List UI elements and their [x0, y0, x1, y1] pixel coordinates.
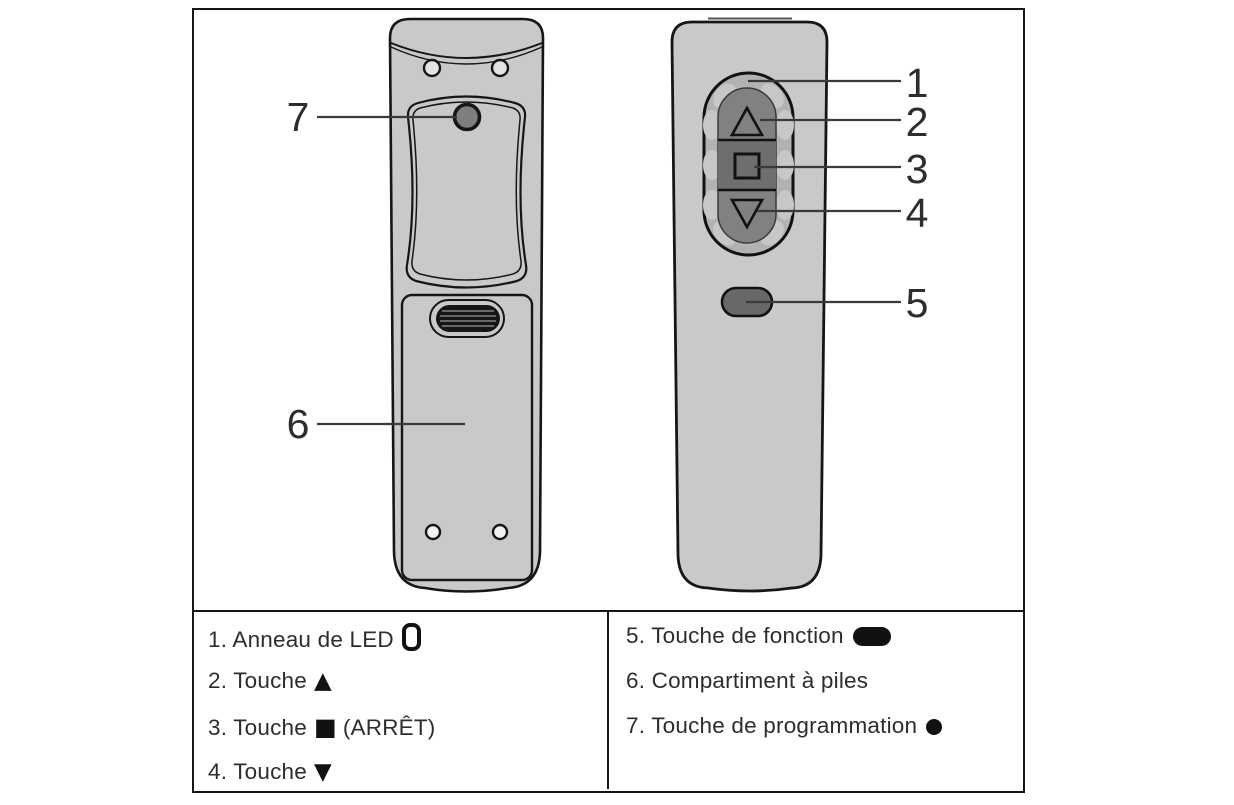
back-panel-outline-inner	[411, 101, 522, 281]
legend-item-4-label: 4. Touche	[208, 759, 307, 784]
callout-5: 5	[906, 280, 929, 326]
down-button-icon	[729, 198, 765, 230]
battery-lid-grip	[436, 305, 500, 332]
remote-front-view	[670, 17, 829, 593]
function-pill-icon	[852, 627, 891, 646]
battery-screw-left	[424, 523, 442, 541]
leader-lines	[317, 79, 901, 426]
legend-item-5: 5. Touche de fonction	[626, 623, 891, 649]
legend-item-6: 6. Compartiment à piles	[626, 668, 868, 694]
screw-hole-right	[490, 58, 510, 78]
screw-hole-left	[422, 58, 442, 78]
remote-diagram: 1 2 3 4 5 6 7	[287, 17, 929, 593]
legend-item-3-suffix: (ARRÊT)	[342, 715, 436, 740]
legend-column-divider	[607, 610, 609, 789]
remote-back-top-cap-line-outer	[390, 42, 543, 59]
led-ring-icon	[401, 623, 421, 651]
legend-item-6-label: 6. Compartiment à piles	[626, 668, 869, 693]
legend-item-3: 3. Touche■(ARRÊT)	[208, 713, 436, 741]
up-button-icon	[729, 105, 765, 137]
back-panel-outline-outer	[405, 95, 528, 289]
legend-item-7: 7. Touche de programmation	[626, 713, 943, 739]
legend-item-3-label: 3. Touche	[208, 715, 307, 740]
legend-item-1-label: 1. Anneau de LED	[208, 627, 394, 652]
legend-item-7-label: 7. Touche de programmation	[626, 713, 918, 738]
remote-back-top-cap-line-inner	[390, 46, 543, 65]
callout-4: 4	[906, 190, 929, 236]
callout-2: 2	[906, 99, 929, 145]
figure-box: 1 2 3 4 5 6 7 1. Anneau de LED 2. Touche…	[192, 8, 1025, 793]
legend-item-5-label: 5. Touche de fonction	[626, 623, 844, 648]
callout-3: 3	[906, 146, 929, 192]
grip-ridges	[440, 310, 496, 327]
callout-1: 1	[906, 60, 929, 106]
up-triangle-icon: ▲	[313, 668, 332, 694]
battery-lid-grip-outline	[429, 299, 505, 338]
battery-screw-right	[491, 523, 509, 541]
legend-item-2-label: 2. Touche	[208, 668, 307, 693]
callout-numbers: 1 2 3 4 5 6 7	[287, 60, 929, 447]
stop-square-icon: ■	[313, 713, 337, 741]
legend-item-1: 1. Anneau de LED	[208, 623, 421, 653]
callout-6: 6	[287, 401, 310, 447]
stop-button	[718, 140, 776, 190]
legend-item-4: 4. Touche▼	[208, 759, 332, 785]
callout-7: 7	[287, 94, 310, 140]
down-triangle-icon: ▼	[313, 759, 332, 785]
programming-button	[452, 102, 482, 132]
battery-compartment-lid	[400, 293, 534, 582]
legend-item-2: 2. Touche▲	[208, 668, 332, 694]
program-dot-icon	[926, 719, 943, 735]
remote-back-view	[388, 17, 545, 593]
